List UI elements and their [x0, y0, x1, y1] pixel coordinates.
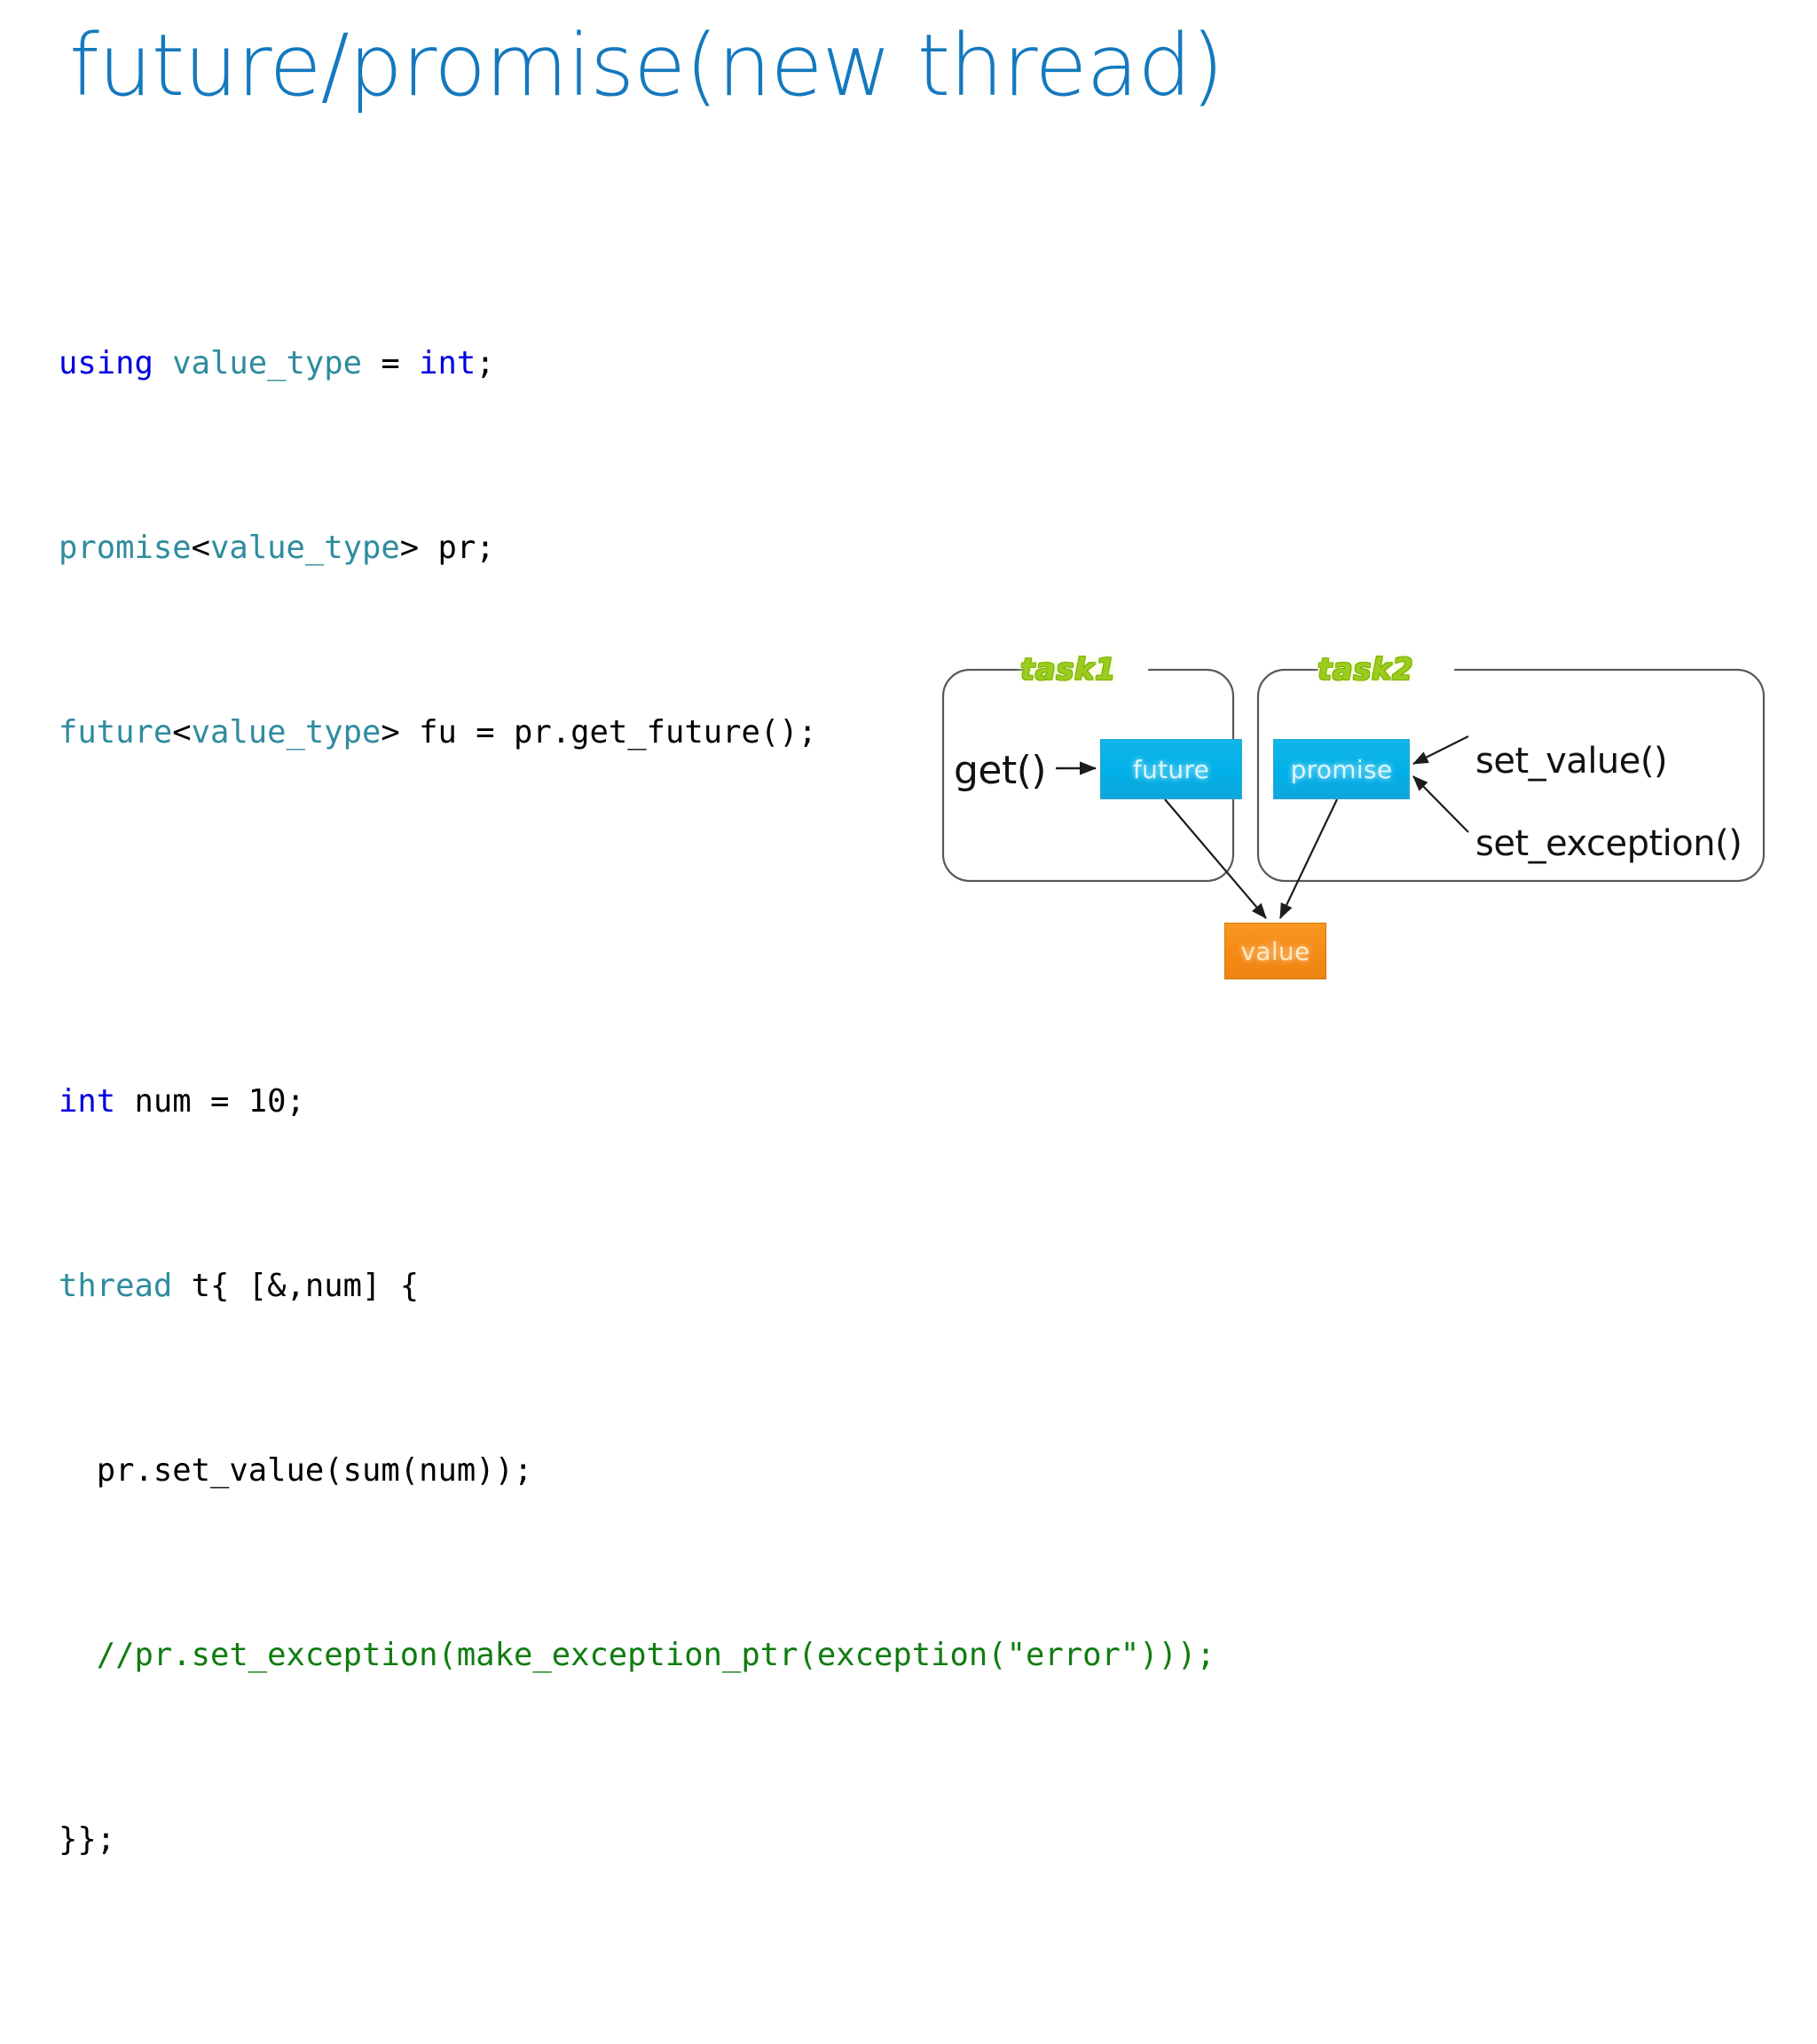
code-token-keyword: using	[59, 345, 153, 381]
code-block: using value_type = int; promise<value_ty…	[59, 202, 1215, 2044]
code-token-type: future	[59, 714, 173, 751]
code-token-plain: num = 10;	[115, 1083, 305, 1120]
code-token-type: value_type	[210, 530, 400, 566]
code-token-type: value_type	[191, 714, 381, 751]
task2-group-label: task2	[1318, 652, 1414, 688]
code-line: pr.set_value(sum(num));	[59, 1448, 1215, 1494]
code-token-comment: //pr.set_exception(make_exception_ptr(ex…	[59, 1637, 1215, 1673]
code-line: int num = 10;	[59, 1079, 1215, 1125]
code-token-plain: t{ [&,num] {	[172, 1268, 420, 1304]
edge-setexception-to-promise	[1412, 775, 1469, 833]
code-token-plain: <	[191, 530, 210, 566]
code-line: }};	[59, 1817, 1215, 1863]
code-line: future<value_type> fu = pr.get_future();	[59, 710, 1215, 756]
code-token-plain: }};	[59, 1821, 116, 1858]
label-get: get()	[954, 748, 1047, 793]
task2-group-border	[1256, 668, 1766, 883]
code-token-type: value_type	[153, 345, 362, 381]
code-token-plain: <	[172, 714, 192, 751]
label-set-exception: set_exception()	[1475, 823, 1742, 864]
node-value[interactable]: value	[1224, 923, 1326, 979]
task1-group-border	[941, 668, 1235, 883]
edge-promise-to-value	[1279, 798, 1338, 919]
task1-group-label: task1	[1020, 652, 1117, 688]
code-line: //pr.set_exception(make_exception_ptr(ex…	[59, 1632, 1215, 1678]
code-line-blank	[59, 2001, 1215, 2044]
diagram-canvas	[941, 668, 1766, 919]
code-line: thread t{ [&,num] {	[59, 1263, 1215, 1309]
code-line: using value_type = int;	[59, 341, 1215, 387]
code-token-plain: ;	[476, 345, 495, 381]
future-promise-diagram: task1 task2 future promise value get() s…	[936, 652, 1788, 1007]
code-token-plain: pr.set_value(sum(num));	[59, 1452, 533, 1489]
code-token-keyword: int	[419, 345, 476, 381]
page-title: future/promise(new thread)	[69, 16, 1224, 115]
node-promise[interactable]: promise	[1273, 739, 1410, 799]
label-set-value: set_value()	[1475, 741, 1668, 782]
edge-setvalue-to-promise	[1412, 735, 1469, 765]
code-token-type: thread	[59, 1268, 173, 1304]
code-line: promise<value_type> pr;	[59, 525, 1215, 571]
code-token-type: promise	[59, 530, 192, 566]
code-token-plain: =	[361, 345, 420, 381]
edge-future-to-value	[1164, 798, 1267, 919]
code-token-plain: > fu = pr.get_future();	[381, 714, 817, 751]
code-token-plain: > pr;	[399, 530, 495, 566]
node-future[interactable]: future	[1100, 739, 1242, 799]
code-token-keyword: int	[59, 1083, 116, 1120]
